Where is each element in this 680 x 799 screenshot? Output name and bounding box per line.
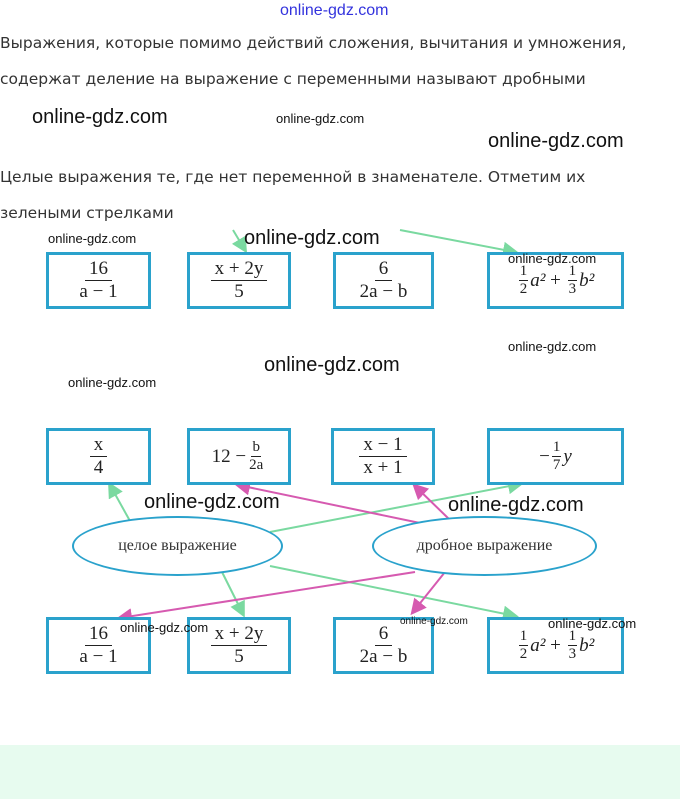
numerator: 16 — [85, 258, 112, 281]
operator: + — [550, 269, 561, 291]
denominator: 4 — [93, 457, 104, 478]
ellipse-fractional-expression: дробное выражение — [372, 516, 597, 576]
watermark: online-gdz.com — [68, 375, 157, 390]
denominator: 2a — [249, 457, 264, 473]
numerator: b — [251, 439, 261, 457]
paragraph-line: содержат деление на выражение с переменн… — [0, 70, 586, 88]
paragraph-line: Целые выражения те, где нет переменной в… — [0, 168, 586, 186]
watermark: online-gdz.com — [276, 111, 365, 126]
term: b² — [579, 269, 595, 291]
watermark-top: online-gdz.com — [280, 2, 389, 19]
operator: + — [550, 634, 561, 656]
numerator: x − 1 — [359, 434, 407, 457]
ellipse-label: дробное выражение — [416, 537, 553, 554]
numerator: x + 2y — [210, 258, 268, 281]
pink-arrow — [410, 571, 446, 616]
denominator: a − 1 — [79, 646, 118, 667]
term: 12 − — [211, 445, 247, 467]
green-arrow — [269, 478, 524, 533]
ellipse-label: целое выражение — [118, 537, 237, 554]
pink-arrow — [412, 483, 451, 521]
green-arrow — [108, 481, 131, 522]
paragraph-line: Выражения, которые помимо действий сложе… — [0, 34, 627, 52]
denominator: 2a − b — [359, 646, 408, 667]
numerator: x + 2y — [210, 623, 268, 646]
numerator: 16 — [85, 623, 112, 646]
green-arrow — [399, 229, 519, 258]
denominator: 3 — [568, 646, 577, 662]
denominator: 2 — [519, 281, 528, 297]
numerator: 1 — [518, 628, 529, 646]
numerator: 1 — [518, 263, 529, 281]
watermark: online-gdz.com — [244, 227, 380, 249]
numerator: 1 — [567, 628, 578, 646]
watermark: online-gdz.com — [264, 354, 400, 376]
term: b² — [579, 634, 595, 656]
watermark: online-gdz.com — [32, 106, 168, 128]
watermark: online-gdz.com — [144, 491, 280, 513]
pink-arrow — [234, 479, 421, 524]
denominator: 5 — [234, 646, 244, 667]
pink-arrow — [116, 571, 416, 625]
numerator: 6 — [374, 258, 393, 281]
numerator: x — [89, 434, 108, 457]
term: a² — [530, 634, 546, 656]
green-arrow — [221, 571, 245, 618]
numerator: 6 — [374, 623, 393, 646]
denominator: x + 1 — [363, 457, 403, 478]
denominator: 3 — [568, 281, 577, 297]
watermark: online-gdz.com — [508, 251, 597, 266]
watermark: online-gdz.com — [508, 339, 597, 354]
numerator: 1 — [567, 263, 578, 281]
watermark: online-gdz.com — [548, 616, 637, 631]
denominator: 2 — [519, 646, 528, 662]
denominator: 5 — [234, 281, 244, 302]
footer-band — [0, 745, 680, 799]
green-arrow — [269, 565, 519, 622]
green-arrow — [231, 229, 248, 254]
watermark: online-gdz.com — [448, 494, 584, 516]
denominator: a − 1 — [79, 281, 118, 302]
numerator: 1 — [551, 439, 562, 457]
denominator: 7 — [552, 457, 561, 473]
watermark: online-gdz.com — [400, 616, 468, 627]
term: a² — [530, 269, 546, 291]
term: y — [563, 445, 572, 467]
watermark: online-gdz.com — [48, 231, 137, 246]
watermark: online-gdz.com — [488, 130, 624, 152]
denominator: 2a − b — [359, 281, 408, 302]
watermark: online-gdz.com — [120, 620, 209, 635]
ellipse-whole-expression: целое выражение — [72, 516, 283, 576]
paragraph-line: зелеными стрелками — [0, 204, 174, 222]
operator: − — [539, 445, 550, 467]
